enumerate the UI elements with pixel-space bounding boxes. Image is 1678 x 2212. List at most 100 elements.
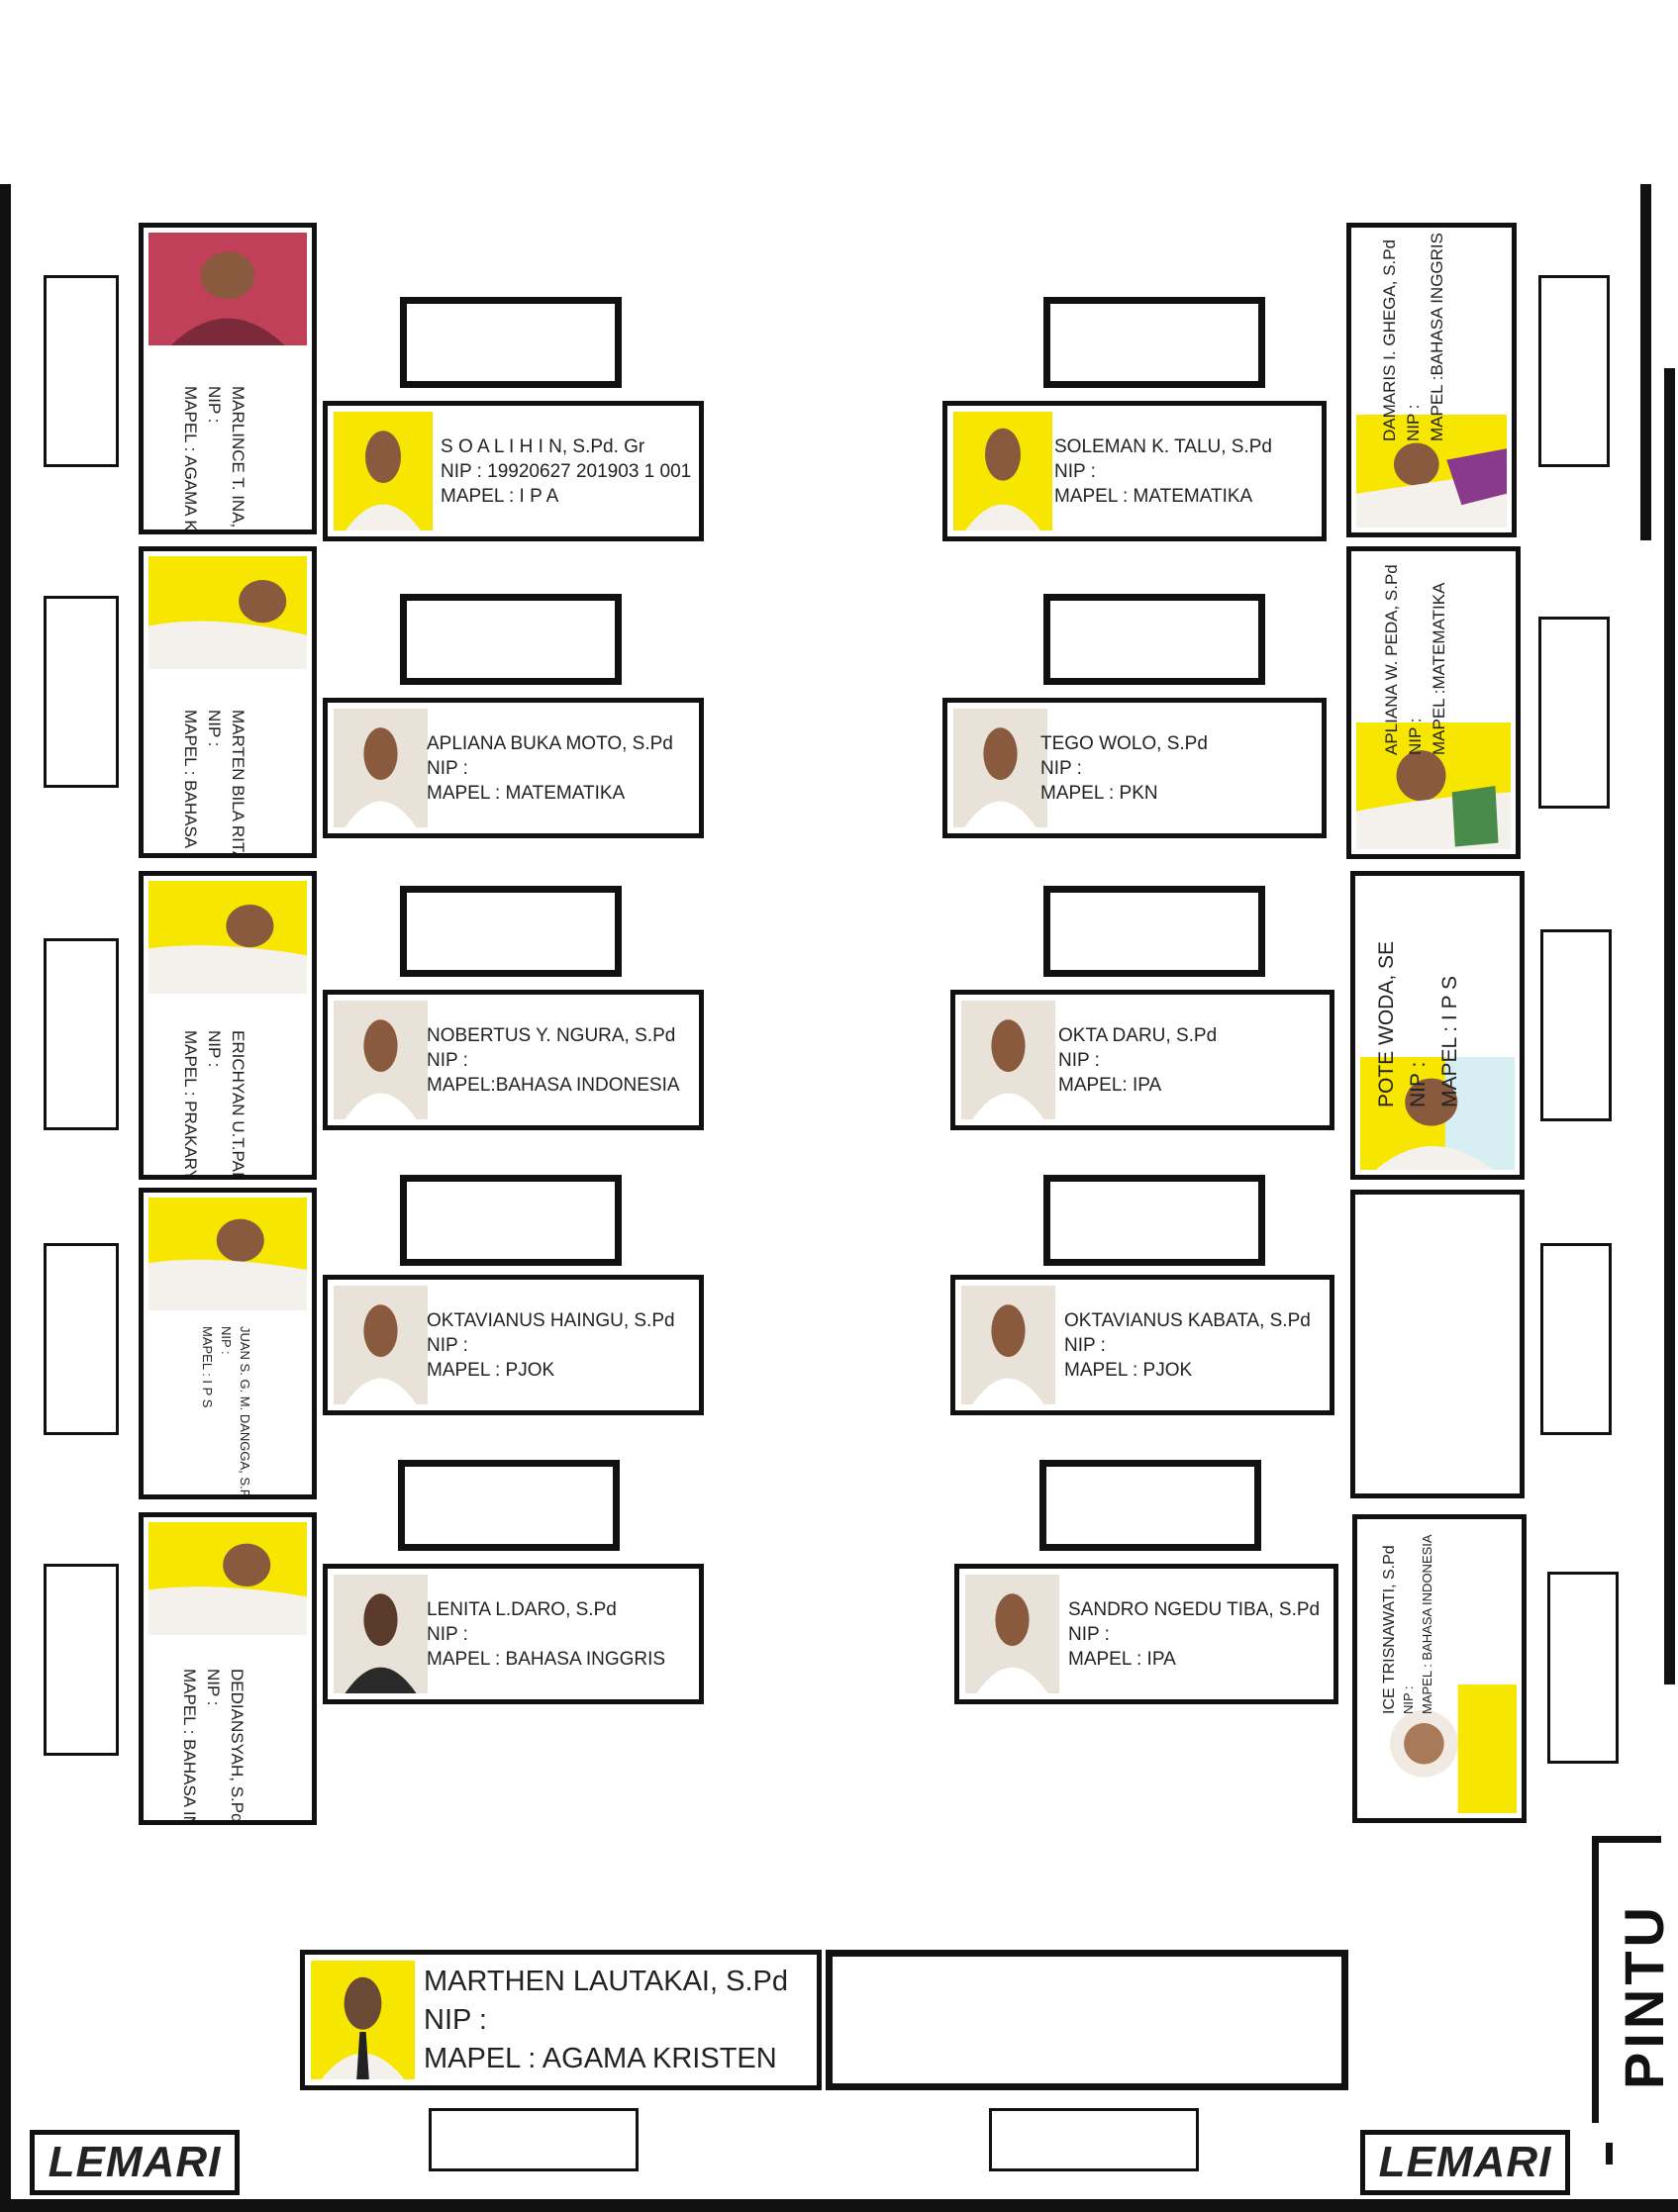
teacher-subject: MAPEL : MATEMATIKA <box>427 782 626 804</box>
desk-left <box>400 297 622 388</box>
bottom-wall <box>0 2199 1678 2212</box>
teacher-card-right-desk: SANDRO NGEDU TIBA, S.Pd NIP : MAPEL : IP… <box>954 1564 1338 1704</box>
teacher-card-left-desk: S O A L I H I N, S.Pd. Gr NIP : 19920627… <box>323 401 704 541</box>
teacher-card-right-desk: OKTAVIANUS KABATA, S.Pd NIP : MAPEL : PJ… <box>950 1275 1334 1415</box>
teacher-photo <box>961 1286 1055 1404</box>
teacher-subject: MAPEL : AGAMA KRISTEN <box>424 2042 777 2074</box>
teacher-photo <box>1362 1684 1517 1813</box>
teacher-photo <box>334 1286 428 1404</box>
teacher-name: POTE WODA, SE <box>1375 940 1398 1107</box>
teacher-name: DAMARIS I. GHEGA, S.Pd <box>1380 239 1399 441</box>
teacher-photo <box>148 556 307 669</box>
right-wall-lower <box>1664 368 1675 1684</box>
chair-right-wall <box>1538 275 1610 467</box>
teacher-name: OKTA DARU, S.Pd <box>1058 1024 1218 1046</box>
teacher-photo <box>1360 1057 1515 1170</box>
teacher-photo <box>148 1522 307 1635</box>
teacher-subject: MAPEL : I P S <box>1438 975 1461 1107</box>
teacher-photo <box>334 1575 428 1693</box>
teacher-card-right-desk: OKTA DARU, S.Pd NIP : MAPEL: IPA <box>950 990 1334 1130</box>
teacher-nip: NIP : <box>205 1030 224 1068</box>
teacher-card-right-desk: SOLEMAN K. TALU, S.Pd NIP : MAPEL : MATE… <box>942 401 1327 541</box>
left-wall <box>0 184 11 2212</box>
teacher-card-left-column: JUAN S. G. M. DANGGA, S.Pd NIP : MAPEL :… <box>139 1188 317 1499</box>
desk-left <box>400 1175 622 1266</box>
chair-bottom <box>429 2108 639 2171</box>
teacher-nip: NIP : <box>427 1334 468 1356</box>
teacher-name: SOLEMAN K. TALU, S.Pd <box>1054 435 1272 457</box>
teacher-card-right-column: ICE TRISNAWATI, S.Pd NIP : MAPEL : BAHAS… <box>1352 1514 1527 1823</box>
door-frame-left <box>1592 1836 1599 2123</box>
teacher-photo <box>148 1198 307 1310</box>
teacher-nip: NIP : <box>1407 1061 1430 1107</box>
door-frame-bottom <box>1606 2143 1613 2164</box>
cupboard-right: LEMARI <box>1360 2130 1570 2195</box>
teacher-photo <box>311 1961 415 2079</box>
teacher-card-right-column: POTE WODA, SE NIP : MAPEL : I P S <box>1350 871 1525 1180</box>
teacher-subject: MAPEL :MATEMATIKA <box>1430 582 1448 755</box>
chair-left-wall <box>44 938 119 1130</box>
teacher-subject: MAPEL : PJOK <box>427 1359 555 1381</box>
door-frame-top <box>1592 1836 1661 1843</box>
teacher-nip: NIP : <box>1068 1623 1110 1645</box>
teacher-subject: MAPEL : PJOK <box>1064 1359 1193 1381</box>
teacher-name: ERICHYAN U.T.PAITA, SE <box>229 1030 247 1180</box>
teacher-nip: NIP : <box>1406 718 1425 755</box>
teacher-subject: MAPEL :BAHASA INGGRIS <box>1428 233 1446 441</box>
chair-left-wall <box>44 1564 119 1756</box>
desk-left <box>398 1460 620 1551</box>
desk-right <box>1043 594 1265 685</box>
teacher-name: LENITA L.DARO, S.Pd <box>427 1598 617 1620</box>
teacher-name: MARLINCE T. INA, S.Pdk <box>229 386 247 534</box>
teacher-nip: NIP : <box>205 386 224 424</box>
teacher-card-left-column: DEDIANSYAH, S.Pd. Gr NIP : MAPEL : BAHAS… <box>139 1512 317 1825</box>
desk-right <box>1043 1175 1265 1266</box>
teacher-subject: MAPEL : BAHASA INDONESIA <box>180 1669 199 1825</box>
teacher-name: MARTEN BILA RITA, S.Pd <box>229 710 247 858</box>
teacher-nip: NIP : 19920627 201903 1 001 <box>441 460 692 482</box>
teacher-subject: MAPEL : I P A <box>441 485 559 507</box>
teacher-photo <box>961 1001 1055 1119</box>
teacher-card-left-column: ERICHYAN U.T.PAITA, SE NIP : MAPEL : PRA… <box>139 871 317 1180</box>
desk-right <box>1039 1460 1261 1551</box>
teacher-photo <box>334 709 428 827</box>
teacher-card-left-column: MARTEN BILA RITA, S.Pd NIP : MAPEL : BAH… <box>139 546 317 858</box>
teacher-subject: MAPEL : IPA <box>1068 1648 1176 1670</box>
teacher-name: TEGO WOLO, S.Pd <box>1040 732 1208 754</box>
teacher-photo <box>148 233 307 345</box>
teacher-name: APLIANA BUKA MOTO, S.Pd <box>427 732 673 754</box>
teacher-name: DEDIANSYAH, S.Pd. Gr <box>228 1669 247 1825</box>
teacher-name: SANDRO NGEDU TIBA, S.Pd <box>1068 1598 1321 1620</box>
teacher-card-left-desk: APLIANA BUKA MOTO, S.Pd NIP : MAPEL : MA… <box>323 698 704 838</box>
teacher-card-left-desk: NOBERTUS Y. NGURA, S.Pd NIP : MAPEL:BAHA… <box>323 990 704 1130</box>
teacher-card-left-desk: LENITA L.DARO, S.Pd NIP : MAPEL : BAHASA… <box>323 1564 704 1704</box>
teacher-nip: NIP : <box>204 1669 223 1706</box>
chair-right-wall <box>1540 1243 1612 1435</box>
chair-right-wall <box>1538 617 1610 809</box>
chair-left-wall <box>44 596 119 788</box>
empty-seat-card <box>1350 1190 1525 1498</box>
teacher-card-left-desk: OKTAVIANUS HAINGU, S.Pd NIP : MAPEL : PJ… <box>323 1275 704 1415</box>
teacher-card-right-column: APLIANA W. PEDA, S.Pd NIP : MAPEL :MATEM… <box>1346 546 1521 859</box>
teacher-name: NOBERTUS Y. NGURA, S.Pd <box>427 1024 676 1046</box>
teacher-subject: MAPEL:BAHASA INDONESIA <box>427 1074 680 1096</box>
teacher-subject: MAPEL : BAHASA INGGRIS <box>181 710 200 858</box>
cupboard-left-label: LEMARI <box>48 2138 222 2186</box>
teacher-photo <box>334 1001 428 1119</box>
teacher-nip: NIP : <box>1404 404 1423 441</box>
teacher-name: S O A L I H I N, S.Pd. Gr <box>441 435 645 457</box>
teacher-photo <box>965 1575 1059 1693</box>
teacher-nip: NIP : <box>219 1326 235 1355</box>
chair-right-wall <box>1547 1572 1619 1764</box>
cupboard-right-label: LEMARI <box>1378 2138 1552 2186</box>
teacher-name: OKTAVIANUS HAINGU, S.Pd <box>427 1309 675 1331</box>
empty-desk-bottom <box>826 1950 1348 2090</box>
teacher-photo <box>148 881 307 994</box>
teacher-name: APLIANA W. PEDA, S.Pd <box>1382 564 1401 755</box>
teacher-subject: MAPEL : I P S <box>200 1326 216 1408</box>
teacher-subject: MAPEL : AGAMA KRISTEN <box>181 386 200 534</box>
teacher-subject: MAPEL : MATEMATIKA <box>1054 485 1253 507</box>
teacher-name: JUAN S. G. M. DANGGA, S.Pd <box>238 1326 253 1499</box>
teacher-photo <box>953 412 1052 530</box>
teacher-card-right-column: DAMARIS I. GHEGA, S.Pd NIP : MAPEL :BAHA… <box>1346 223 1517 537</box>
